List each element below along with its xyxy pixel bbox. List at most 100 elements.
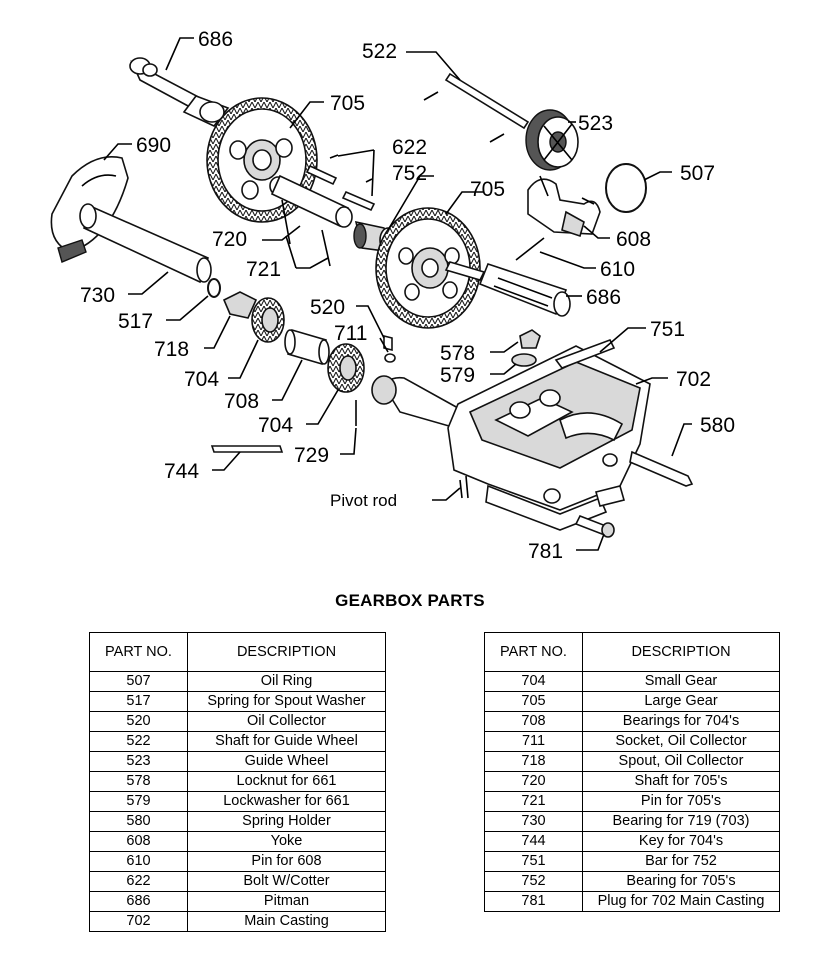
description-cell: Pin for 608 <box>187 851 386 872</box>
part-number-cell: 704 <box>484 671 583 692</box>
part-number-cell: 708 <box>484 711 583 732</box>
callout-labels: 686 522 705 523 690 622 752 705 507 720 … <box>80 28 735 563</box>
description-cell: Plug for 702 Main Casting <box>582 891 780 912</box>
description-cell: Bearing for 719 (703) <box>582 811 780 832</box>
part-number-cell: 578 <box>89 771 188 792</box>
part-number-cell: 507 <box>89 671 188 692</box>
guide-wheel-part <box>525 109 579 171</box>
description-cell: Spring Holder <box>187 811 386 832</box>
description-cell: Key for 704's <box>582 831 780 852</box>
large-gear-top <box>206 97 318 223</box>
description-cell: Spring for Spout Washer <box>187 691 386 712</box>
part-number-cell: 744 <box>484 831 583 852</box>
key-part <box>210 445 284 453</box>
spring-washer-part <box>207 278 221 298</box>
yoke-part <box>527 175 601 238</box>
callout-729: 729 <box>294 444 329 467</box>
callout-522: 522 <box>362 40 397 63</box>
part-number-cell: 622 <box>89 871 188 892</box>
yoke-pin-part <box>515 237 545 261</box>
part-number-cell: 517 <box>89 691 188 712</box>
description-cell: Bearings for 704's <box>582 711 780 732</box>
callout-580: 580 <box>700 414 735 437</box>
part-number-cell: 580 <box>89 811 188 832</box>
part-number-cell: 711 <box>484 731 583 752</box>
pivot-rod-label: Pivot rod <box>330 491 397 510</box>
bolt-parts <box>305 154 376 212</box>
part-number-cell: 579 <box>89 791 188 812</box>
gearbox-exploded-diagram: 686 522 705 523 690 622 752 705 507 720 … <box>50 28 735 563</box>
callout-523: 523 <box>578 112 613 135</box>
main-casting-part <box>371 339 651 531</box>
callout-622: 622 <box>392 136 427 159</box>
description-cell: Oil Collector <box>187 711 386 732</box>
callout-578: 578 <box>440 342 475 365</box>
callout-720: 720 <box>212 228 247 251</box>
callout-705-top: 705 <box>330 92 365 115</box>
pitman-part-middle <box>478 263 571 317</box>
description-cell: Shaft for 705's <box>582 771 780 792</box>
description-cell: Bar for 752 <box>582 851 780 872</box>
description-cell: Pitman <box>187 891 386 912</box>
description-cell: Small Gear <box>582 671 780 692</box>
callout-704-left: 704 <box>184 368 219 391</box>
page-title: GEARBOX PARTS <box>335 591 485 610</box>
large-gear-middle <box>375 207 486 329</box>
callout-730: 730 <box>80 284 115 307</box>
header-part-no: PART NO. <box>484 632 583 672</box>
part-number-cell: 705 <box>484 691 583 712</box>
callout-686-middle: 686 <box>586 286 621 309</box>
description-cell: Yoke <box>187 831 386 852</box>
callout-690: 690 <box>136 134 171 157</box>
description-cell: Shaft for Guide Wheel <box>187 731 386 752</box>
part-number-cell: 721 <box>484 791 583 812</box>
callout-610: 610 <box>600 258 635 281</box>
part-number-cell: 702 <box>89 911 188 932</box>
bearing-shaft-part <box>79 203 212 284</box>
callout-708: 708 <box>224 390 259 413</box>
part-number-cell: 520 <box>89 711 188 732</box>
description-cell: Main Casting <box>187 911 386 932</box>
part-number-cell: 686 <box>89 891 188 912</box>
callout-704-right: 704 <box>258 414 293 437</box>
oil-ring-part <box>605 163 647 213</box>
callout-781: 781 <box>528 540 563 563</box>
description-cell: Socket, Oil Collector <box>582 731 780 752</box>
lockwasher-part <box>511 353 537 367</box>
plug-part <box>574 514 615 538</box>
callout-752: 752 <box>392 162 427 185</box>
shaft-part <box>270 174 353 228</box>
header-description: DESCRIPTION <box>187 632 386 672</box>
callout-751: 751 <box>650 318 685 341</box>
callout-517: 517 <box>118 310 153 333</box>
description-cell: Oil Ring <box>187 671 386 692</box>
callout-leaders <box>103 37 692 551</box>
callout-718: 718 <box>154 338 189 361</box>
description-cell: Pin for 705's <box>582 791 780 812</box>
description-cell: Locknut for 661 <box>187 771 386 792</box>
header-part-no: PART NO. <box>89 632 188 672</box>
part-number-cell: 522 <box>89 731 188 752</box>
callout-686-top: 686 <box>198 28 233 51</box>
callout-520: 520 <box>310 296 345 319</box>
